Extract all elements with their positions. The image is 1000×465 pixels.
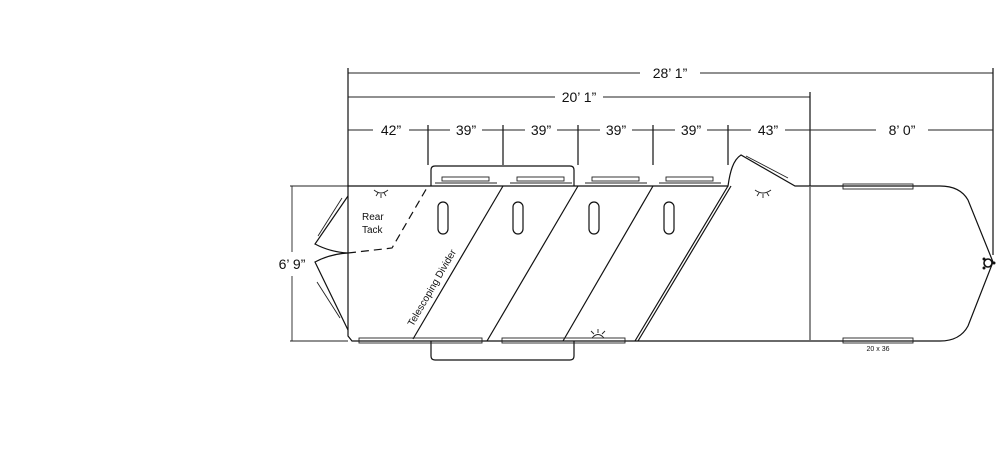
living-length-dimension: 20’ 1” — [348, 89, 811, 186]
light-icon — [373, 189, 772, 339]
overall-length-dimension: 28’ 1” — [347, 65, 994, 255]
window-slot — [588, 201, 600, 235]
side-window — [358, 337, 483, 344]
drop-down-window — [441, 176, 490, 182]
trailer-body: Rear Tack Telescoping Divider 20 x 36 — [314, 154, 996, 361]
side-window — [501, 337, 626, 344]
width-dimension: 6’ 9” — [279, 185, 348, 342]
window-slot — [437, 201, 449, 235]
drop-down-window — [665, 176, 714, 182]
window-size-label: 20 x 36 — [867, 346, 890, 353]
segment-label: 39” — [531, 122, 552, 138]
width-label: 6’ 9” — [279, 256, 306, 272]
segment-label: 39” — [681, 122, 702, 138]
nose-window — [842, 183, 914, 190]
segment-label: 43” — [758, 122, 779, 138]
rear-tack-label: Rear — [362, 212, 384, 223]
telescoping-divider-label: Telescoping Divider — [406, 247, 459, 328]
segment-label: 39” — [456, 122, 477, 138]
window-slot — [663, 201, 675, 235]
hitch-icon — [982, 257, 996, 270]
living-length-label: 20’ 1” — [562, 89, 597, 105]
segment-dimensions: 42” 39” 39” 39” 39” 43” 8’ 0” — [348, 122, 993, 165]
segment-label: 39” — [606, 122, 627, 138]
segment-label: 8’ 0” — [889, 122, 916, 138]
drop-down-window — [591, 176, 640, 182]
window-slot — [512, 201, 524, 235]
drop-down-window — [516, 176, 565, 182]
segment-label: 42” — [381, 122, 402, 138]
rear-tack-label: Tack — [362, 225, 384, 236]
overall-length-label: 28’ 1” — [653, 65, 688, 81]
nose-window — [842, 337, 914, 344]
